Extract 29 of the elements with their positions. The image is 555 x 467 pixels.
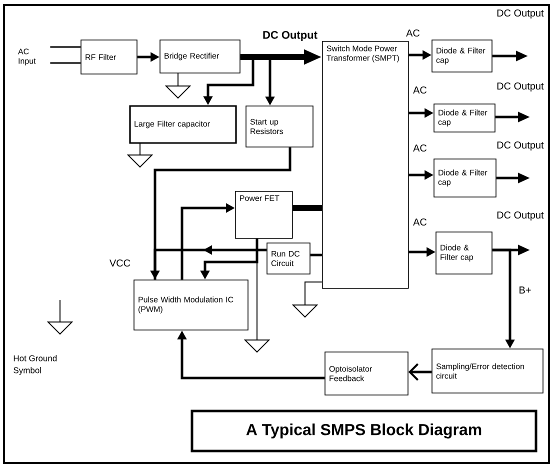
block-box: Pulse Width Modulation IC (PWM) (134, 280, 248, 330)
label: DC Output (497, 141, 544, 151)
block-box: Run DC Circuit (266, 242, 310, 274)
block-box: Diode & Filter cap (432, 40, 492, 72)
label: DC Output (497, 9, 544, 19)
block-box: Power FET (235, 191, 293, 239)
block-box: Diode & Filter cap (436, 232, 492, 274)
edge-label: AC (413, 144, 427, 152)
arrow (408, 363, 432, 381)
edge-label: B+ (520, 286, 531, 294)
edge-label: AC (413, 218, 427, 226)
title-box: A Typical SMPS Block Diagram (190, 410, 538, 452)
block-box: Start up Resistors (246, 106, 314, 148)
block-box: Diode & Filter cap (434, 104, 496, 132)
block-box: Optoisolator Feedback (324, 352, 408, 396)
label: Hot Ground Symbol (14, 355, 57, 375)
block-box: Sampling/Error detection circuit (432, 348, 544, 394)
label: DC Output (497, 211, 544, 221)
input-text: AC Input (18, 48, 36, 66)
block-box: Large Filter capacitor (129, 105, 237, 144)
block-box: RF Filter (80, 40, 138, 74)
edge-label: AC (413, 86, 427, 94)
edge-label: DC Output (263, 31, 318, 41)
transformer-box: Switch Mode Power Transformer (SMPT) (322, 41, 409, 289)
block-box: Bridge Rectifier (160, 40, 240, 74)
block-box: Diode & Filter cap (434, 158, 496, 198)
label: VCC (110, 259, 130, 267)
edge-label: AC (406, 29, 420, 37)
label: DC Output (497, 82, 544, 92)
